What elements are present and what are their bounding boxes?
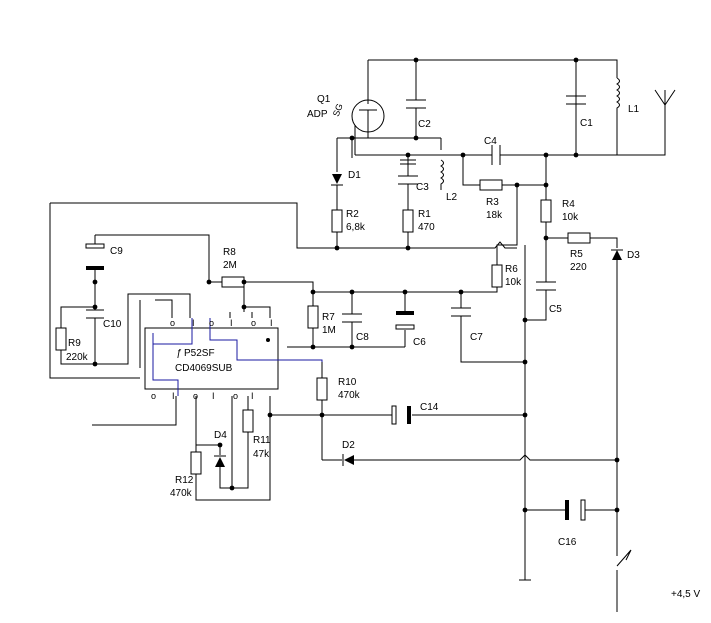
capacitor-c14 [270,405,525,425]
svg-text:I: I [192,318,195,328]
c16-label: C16 [558,537,577,548]
junction-dots [92,57,620,513]
supply-label: +4,5 V [671,589,701,600]
c10-label: C10 [103,319,122,330]
c2-label: C2 [418,119,431,130]
r6-label: R6 [505,264,518,275]
diode-d2 [322,454,617,466]
capacitor-c6 [395,292,415,347]
r3-label: R3 [486,197,499,208]
svg-text:I: I [251,391,254,401]
r10-label: R10 [338,377,357,388]
r4-label: R4 [562,199,575,210]
capacitor-c9 [85,234,210,282]
inductor-l2 [440,159,444,190]
r1-label: R1 [418,209,431,220]
resistor-r4 [540,155,552,282]
svg-text:o: o [251,318,256,328]
r3-value: 18k [486,210,503,221]
resistor-r12 [190,396,271,501]
capacitor-c2 [406,60,426,138]
d2-label: D2 [342,440,355,451]
ic-line2: CD4069SUB [175,363,233,374]
capacitor-c7 [451,292,525,363]
c14-label: C14 [420,402,439,413]
r8-label: R8 [223,247,236,258]
r12-label: R12 [175,475,194,486]
ic-symbol: ƒ [176,348,182,359]
r4-value: 10k [562,212,579,223]
svg-text:o: o [151,391,156,401]
resistor-r11 [231,396,254,489]
wire-r7-bus [287,291,405,348]
r5-label: R5 [570,249,583,260]
ic-cd4069 [144,306,323,396]
ground-rail [519,245,531,581]
diode-d3 [611,249,623,550]
c8-label: C8 [356,332,369,343]
wire-left-loop-top [50,202,517,249]
q1-symbol: SG [331,102,345,118]
svg-text:I: I [270,318,273,328]
q1-label: Q1 [317,94,331,105]
svg-text:I: I [230,318,233,328]
r8-value: 2M [223,260,237,271]
c1-label: C1 [580,118,593,129]
r2-label: R2 [346,209,359,220]
c6-label: C6 [413,337,426,348]
resistor-r2 [331,209,343,248]
wire-ic-input [92,396,177,426]
d4-label: D4 [214,430,227,441]
capacitor-c4 [463,145,576,165]
l1-label: L1 [628,104,640,115]
r11-label: R11 [253,435,271,446]
r1-value: 470 [418,222,435,233]
inductor-l1 [616,77,620,110]
capacitor-c8 [342,292,362,347]
resistor-r7 [307,305,319,347]
r10-value: 470k [338,390,361,401]
r11-value: 47k [253,449,270,460]
resistor-r1 [402,209,414,248]
capacitor-c16 [525,499,617,521]
d1-label: D1 [348,170,361,181]
c4-label: C4 [484,136,497,147]
capacitor-c1 [566,60,586,155]
r2-value: 6,8k [346,222,366,233]
resistor-r10 [316,362,328,460]
r9-label: R9 [68,338,81,349]
c5-label: C5 [549,304,562,315]
capacitor-c5 [525,281,556,321]
svg-text:o: o [209,318,214,328]
c9-label: C9 [110,246,123,257]
r5-value: 220 [570,262,587,273]
svg-text:o: o [170,318,175,328]
r7-label: R7 [322,312,335,323]
resistor-r5 [546,232,618,248]
r6-value: 10k [505,277,522,288]
resistor-r6 [405,264,503,293]
c7-label: C7 [470,332,483,343]
ic-line1: P52SF [184,348,215,359]
capacitor-c3 [398,155,418,210]
svg-text:o: o [233,391,238,401]
svg-text:I: I [172,391,175,401]
resistor-r3 [479,179,546,265]
d3-label: D3 [627,250,640,261]
switch [616,549,632,612]
c3-label: C3 [416,182,429,193]
q1-type-label: ADP [307,109,328,120]
left-loop [49,203,191,379]
wire-emitter-r3 [355,154,480,186]
r7-value: 1M [322,325,336,336]
l2-label: L2 [446,192,458,203]
r9-value: 220k [66,352,89,363]
r12-value: 470k [170,488,193,499]
svg-text:I: I [212,391,215,401]
transistor-q1 [351,60,441,158]
antenna [654,89,676,106]
